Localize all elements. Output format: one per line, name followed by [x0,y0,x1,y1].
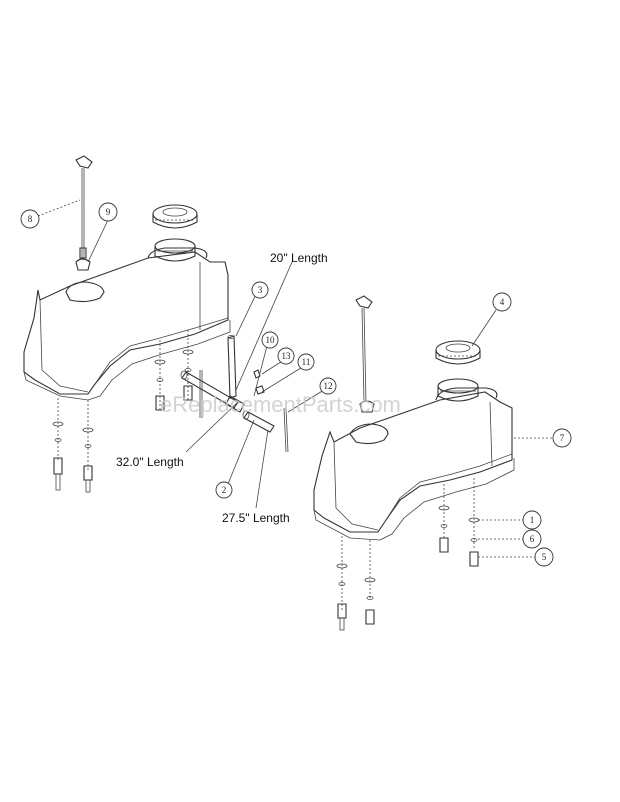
callout-6: 6 [522,529,542,549]
callout-4-label: 4 [500,297,505,307]
callout-11-label: 11 [302,357,311,367]
callout-6-label: 6 [530,534,535,544]
left-tank-bolts [52,330,194,493]
callout-3-label: 3 [258,285,263,295]
fuel-hose-20in [227,335,237,399]
callout-2-label: 2 [222,485,227,495]
callout-8: 8 [20,209,40,229]
label-20-length: 20" Length [270,251,328,265]
right-fuel-fitting [355,295,375,413]
callout-7: 7 [552,428,572,448]
callout-13-label: 13 [282,351,292,361]
callout-1: 1 [522,510,542,530]
callout-8-label: 8 [28,214,33,224]
callout-12-label: 12 [324,381,333,391]
left-filler-neck [154,238,196,262]
callout-5-label: 5 [542,552,547,562]
watermark: eReplacementParts.com [160,392,401,417]
left-fuel-tank [23,247,231,401]
leader-lines [37,199,556,558]
callout-10: 10 [261,331,279,349]
callout-1-label: 1 [530,515,535,525]
label-27-5-length: 27.5" Length [222,511,290,525]
callout-11: 11 [297,353,315,371]
right-fuel-cap [435,340,481,365]
callout-9: 9 [98,202,118,222]
right-filler-neck [437,378,479,402]
label-32-length: 32.0" Length [116,455,184,469]
callout-2: 2 [215,481,233,499]
callout-3: 3 [251,281,269,299]
callout-7-label: 7 [560,433,565,443]
left-fuel-cap [152,204,198,229]
left-fuel-fitting [75,155,93,271]
callout-10-label: 10 [266,335,276,345]
right-fuel-tank [313,387,515,541]
callout-12: 12 [319,377,337,395]
callout-9-label: 9 [106,207,111,217]
right-tank-bolts [336,478,480,631]
callout-4: 4 [492,292,512,312]
callout-13: 13 [277,347,295,365]
callout-5: 5 [534,547,554,567]
